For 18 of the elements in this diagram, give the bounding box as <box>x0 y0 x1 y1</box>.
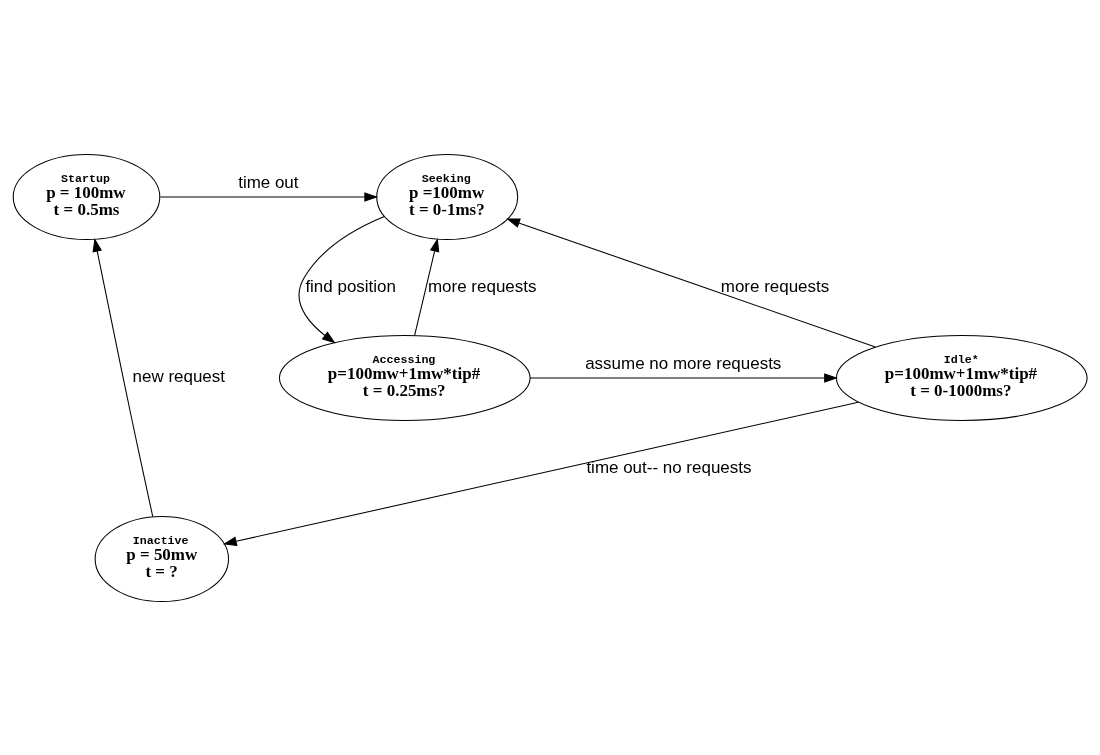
arrow <box>298 215 385 343</box>
edge-label: time out <box>238 172 299 192</box>
edge-label: more requests <box>427 276 537 296</box>
edge-label: new request <box>132 366 226 386</box>
edge-label: more requests <box>720 276 830 296</box>
node-ellipse: Accessing p=100mw+1mw*tip# t = 0.25ms? <box>278 334 531 421</box>
edge-label: time out-- no requests <box>586 457 752 477</box>
arrow <box>92 237 154 517</box>
arrow <box>506 218 876 347</box>
node-ellipse: Idle* p=100mw+1mw*tip# t = 0-1000ms? <box>835 334 1088 421</box>
edge-label: find position <box>305 276 396 296</box>
node-ellipse: Startup p = 100mw t = 0.5ms <box>12 153 161 240</box>
arrow <box>159 191 379 202</box>
arrow <box>414 237 440 336</box>
node-ellipse: Inactive p = 50mw t = ? <box>94 515 230 602</box>
edge-label: assume no more requests <box>585 353 782 373</box>
arrow <box>529 372 838 383</box>
arrow <box>222 401 859 546</box>
